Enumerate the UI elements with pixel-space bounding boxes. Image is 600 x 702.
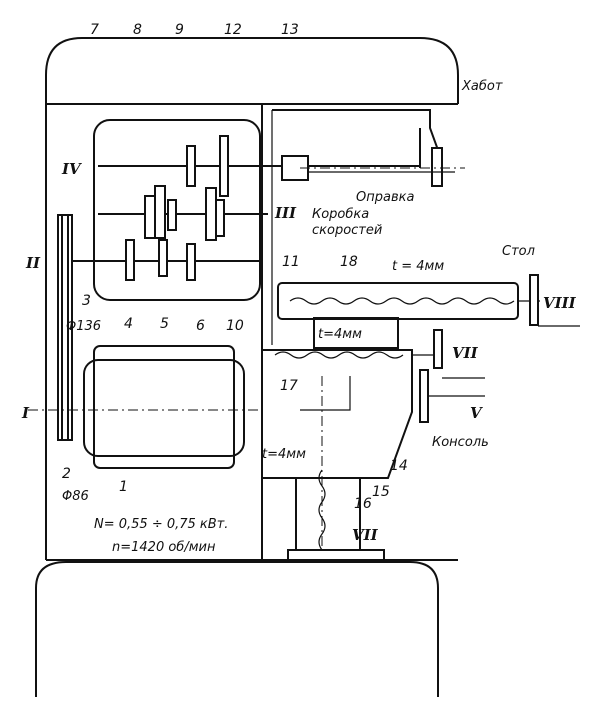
gear-11: [215, 199, 225, 237]
part-7: 7: [90, 22, 99, 38]
part-3: 3: [82, 293, 91, 309]
shaft-label-8: VIII: [543, 294, 577, 312]
part-17: 17: [280, 378, 298, 394]
label-hobot: Хабот: [461, 79, 503, 94]
machine-base: [35, 561, 439, 697]
lift-pedestal: [287, 469, 385, 563]
motor: [28, 345, 262, 469]
machine-body: [45, 37, 459, 561]
part-1: 1: [119, 479, 128, 495]
shaft-label-1: I: [21, 404, 30, 422]
gear-8: [154, 185, 166, 239]
part-11: 11: [282, 254, 300, 270]
label-t-vertical: t=4мм: [262, 447, 306, 462]
gear-10: [205, 187, 217, 241]
gearbox-gears: [125, 135, 229, 281]
part-10: 10: [226, 318, 244, 334]
table: [277, 274, 580, 327]
gear-7: [144, 195, 156, 239]
part-14: 14: [390, 458, 408, 474]
saddle-block: [313, 317, 399, 349]
label-korobka-2: скоростей: [312, 223, 382, 238]
part-18: 18: [340, 254, 358, 270]
shaft-label-7b: VII: [352, 526, 379, 544]
label-opravka: Оправка: [356, 190, 414, 205]
label-korobka-1: Коробка: [312, 207, 369, 222]
gear-9: [167, 199, 177, 231]
belt-drive: [57, 214, 73, 441]
gear-12: [186, 145, 196, 187]
label-power: N= 0,55 ÷ 0,75 кВт.: [94, 517, 228, 532]
shaft-label-2: II: [25, 254, 41, 272]
gear-6: [186, 243, 196, 281]
overarm-arbor-support: [272, 109, 443, 187]
part-13: 13: [281, 22, 299, 38]
shaft-label-7a: VII: [452, 344, 479, 362]
part-8: 8: [133, 22, 142, 38]
part-5: 5: [160, 316, 169, 332]
part-4: 4: [124, 316, 133, 332]
shaft-label-3: III: [274, 204, 297, 222]
part-16: 16: [354, 496, 372, 512]
label-konsol: Консоль: [432, 435, 489, 450]
shaft-label-5: V: [470, 404, 483, 422]
shaft-iv: [98, 155, 465, 181]
label-phi86: Φ86: [62, 489, 89, 504]
gear-5: [158, 239, 168, 277]
label-phi136: Φ136: [66, 319, 101, 334]
part-9: 9: [175, 22, 184, 38]
part-6: 6: [196, 318, 205, 334]
label-stol: Стол: [502, 244, 535, 259]
console: [262, 329, 485, 550]
part-2: 2: [62, 466, 71, 482]
gear-13: [219, 135, 229, 197]
label-t-table: t = 4мм: [392, 259, 444, 274]
gearbox-housing: [93, 119, 261, 301]
part-15: 15: [372, 484, 390, 500]
gear-4: [125, 239, 135, 281]
part-12: 12: [224, 22, 242, 38]
shaft-label-4: IV: [61, 160, 82, 178]
label-t-box: t=4мм: [318, 327, 362, 342]
label-speed: n=1420 об/мин: [112, 540, 216, 555]
